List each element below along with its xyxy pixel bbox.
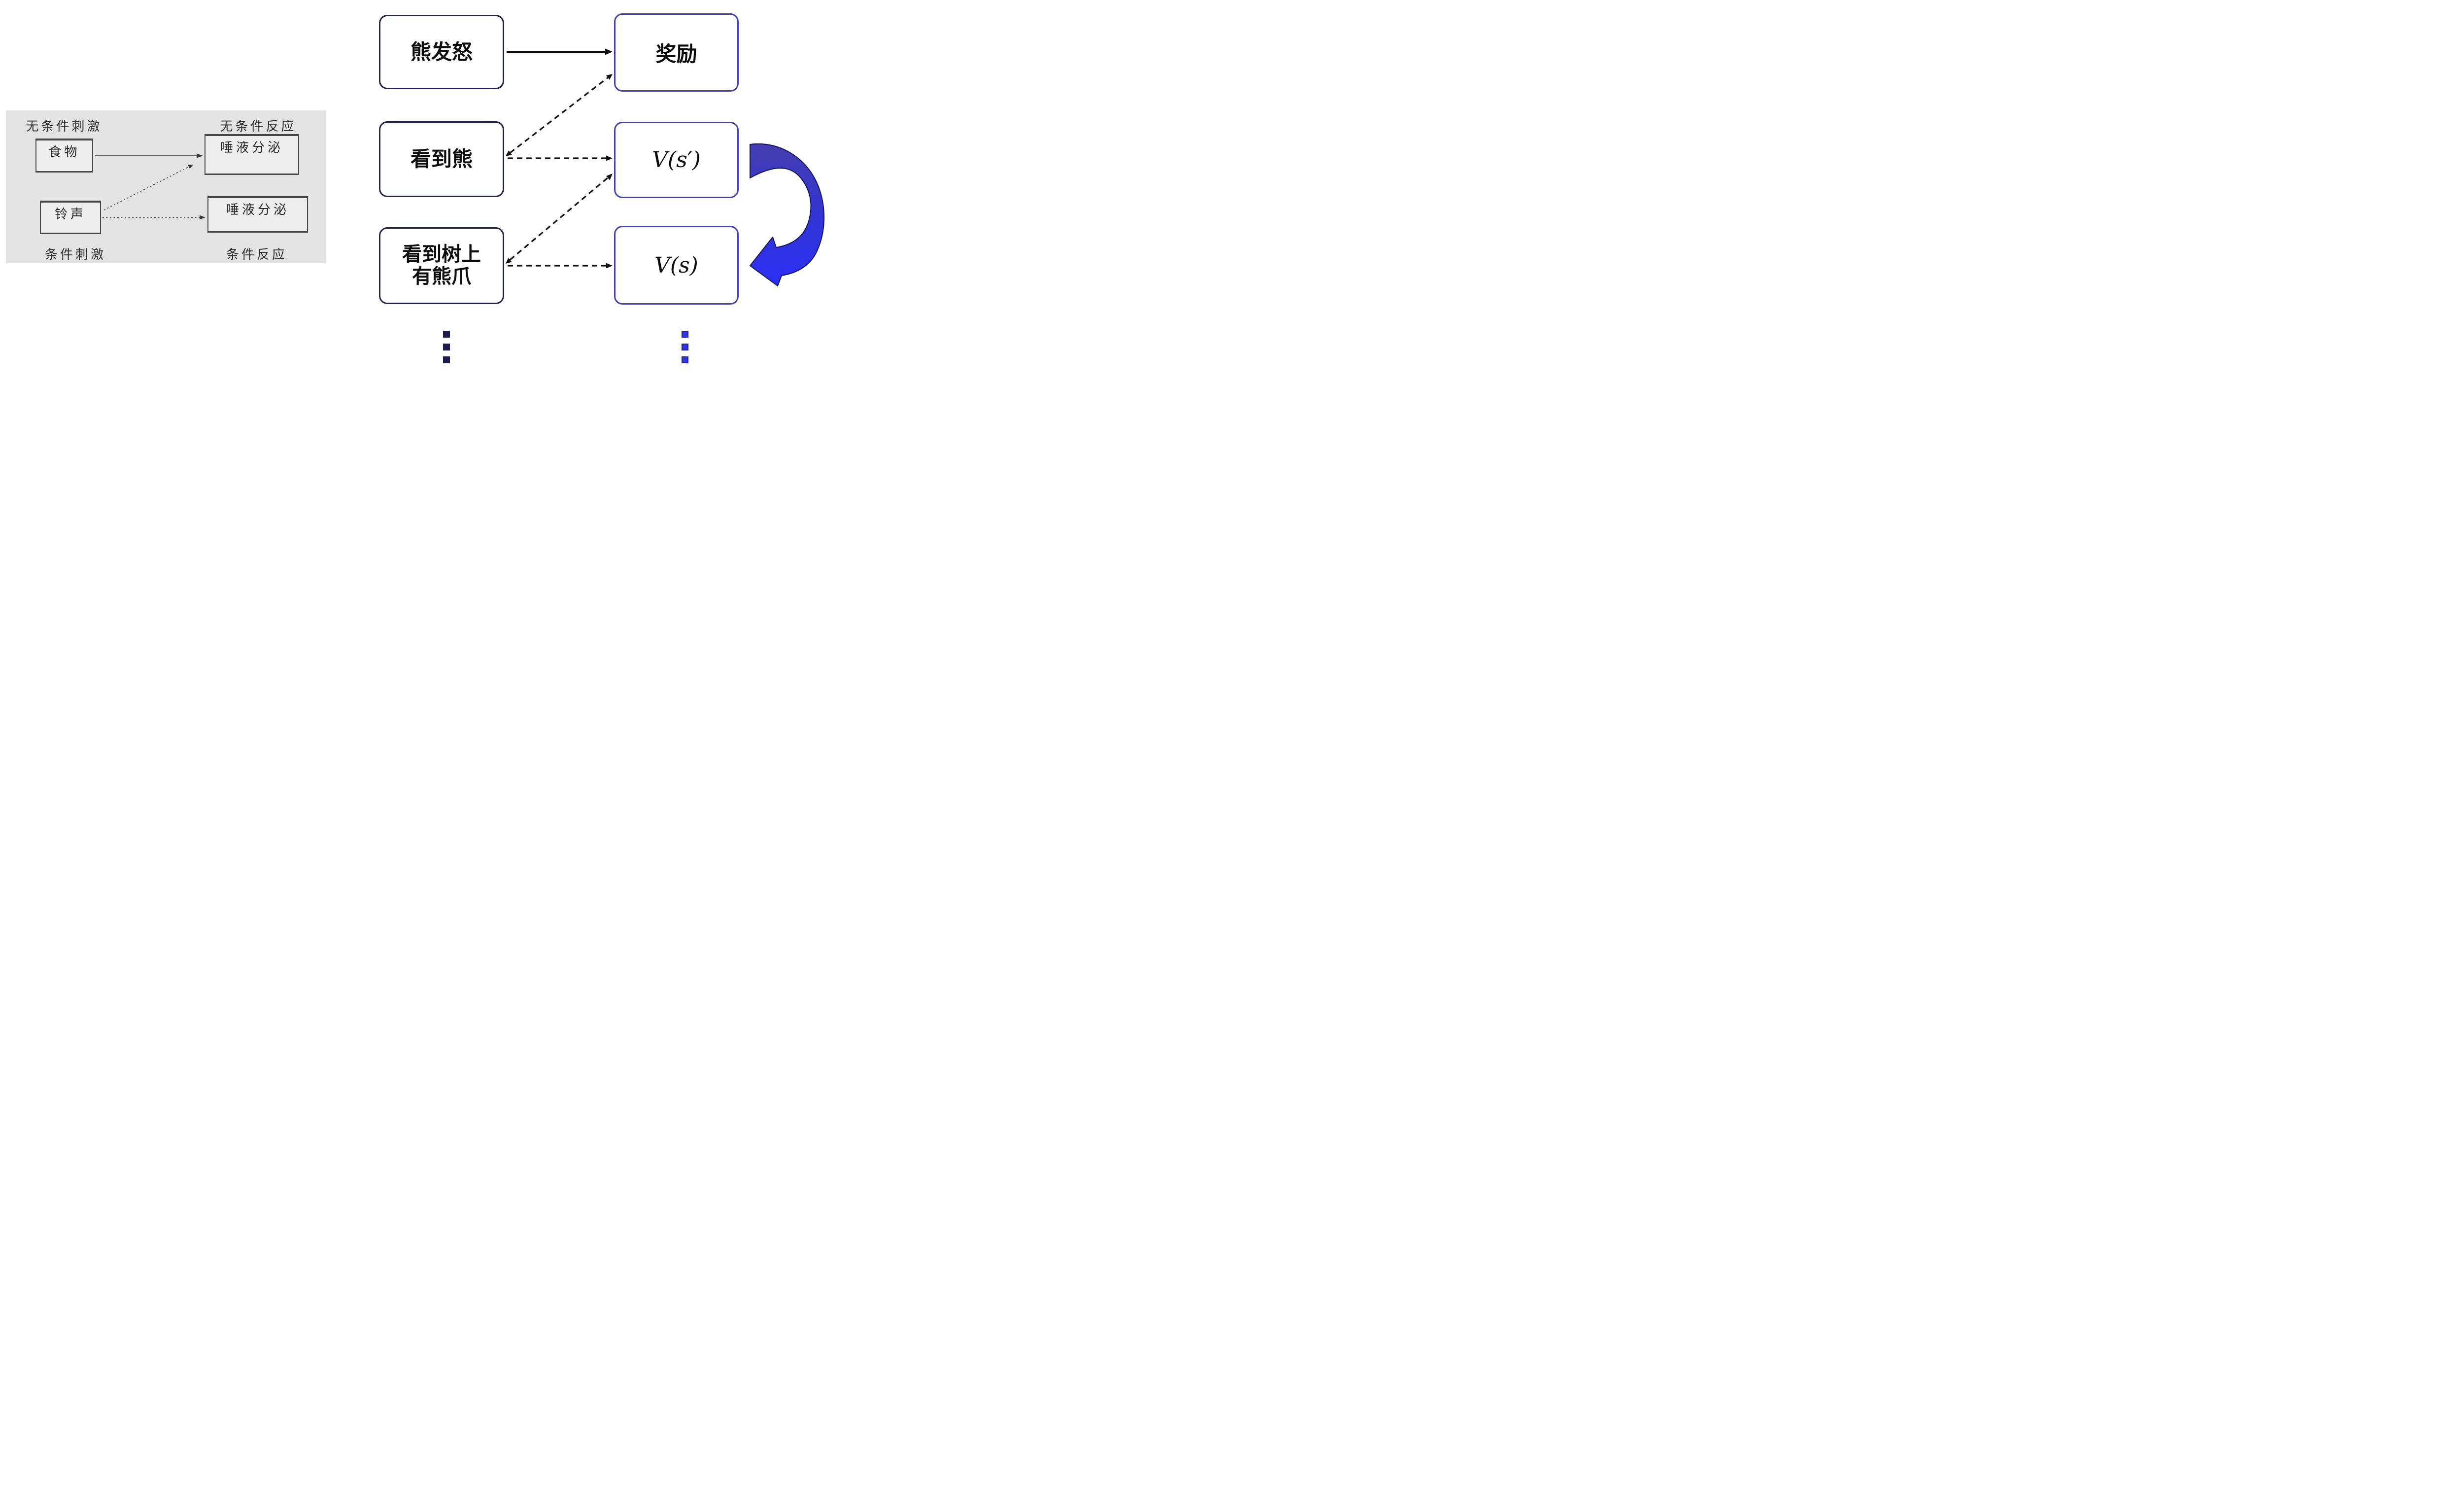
label-conditioned-stimulus: 条件刺激 — [44, 247, 106, 262]
cycle-arrow-icon — [750, 143, 824, 286]
box-value-state: V(s) — [614, 226, 739, 305]
box-reward-label: 奖励 — [655, 42, 697, 66]
box-salivation-bottom: 唾液分泌 — [207, 196, 308, 233]
box-see-claw-marks: 看到树上 有熊爪 — [379, 227, 504, 304]
box-bear-angry-label: 熊发怒 — [410, 40, 473, 64]
box-food: 食物 — [35, 139, 93, 173]
arrow-bear-angry-to-reward — [507, 48, 613, 55]
pavlov-panel: 无条件刺激 无条件反应 条件刺激 条件反应 食物 唾液分泌 铃声 唾液分泌 — [6, 110, 326, 263]
label-conditioned-response: 条件反应 — [226, 247, 288, 262]
label-unconditioned-stimulus: 无条件刺激 — [26, 119, 103, 134]
box-see-claw-marks-line1: 看到树上 — [402, 244, 481, 266]
diagram-canvas: 无条件刺激 无条件反应 条件刺激 条件反应 食物 唾液分泌 铃声 唾液分泌 熊发… — [0, 0, 827, 375]
box-bell: 铃声 — [40, 201, 101, 234]
arrow-see-claw-to-value — [508, 263, 613, 269]
label-unconditioned-response: 无条件反应 — [220, 119, 297, 134]
box-value-state-label: V(s) — [654, 252, 698, 278]
box-see-bear-label: 看到熊 — [410, 147, 473, 171]
box-see-claw-marks-line2: 有熊爪 — [412, 266, 471, 287]
box-value-next-state-label: V(s′) — [652, 147, 701, 173]
arrow-see-bear-to-reward — [506, 74, 613, 156]
box-value-next-state: V(s′) — [614, 122, 739, 198]
box-reward: 奖励 — [614, 13, 739, 92]
arrow-see-claw-to-value-next — [506, 174, 613, 264]
box-salivation-top: 唾液分泌 — [205, 134, 299, 175]
box-see-bear: 看到熊 — [379, 121, 504, 197]
box-bear-angry: 熊发怒 — [379, 15, 504, 89]
arrow-see-bear-to-value-next — [508, 155, 613, 161]
